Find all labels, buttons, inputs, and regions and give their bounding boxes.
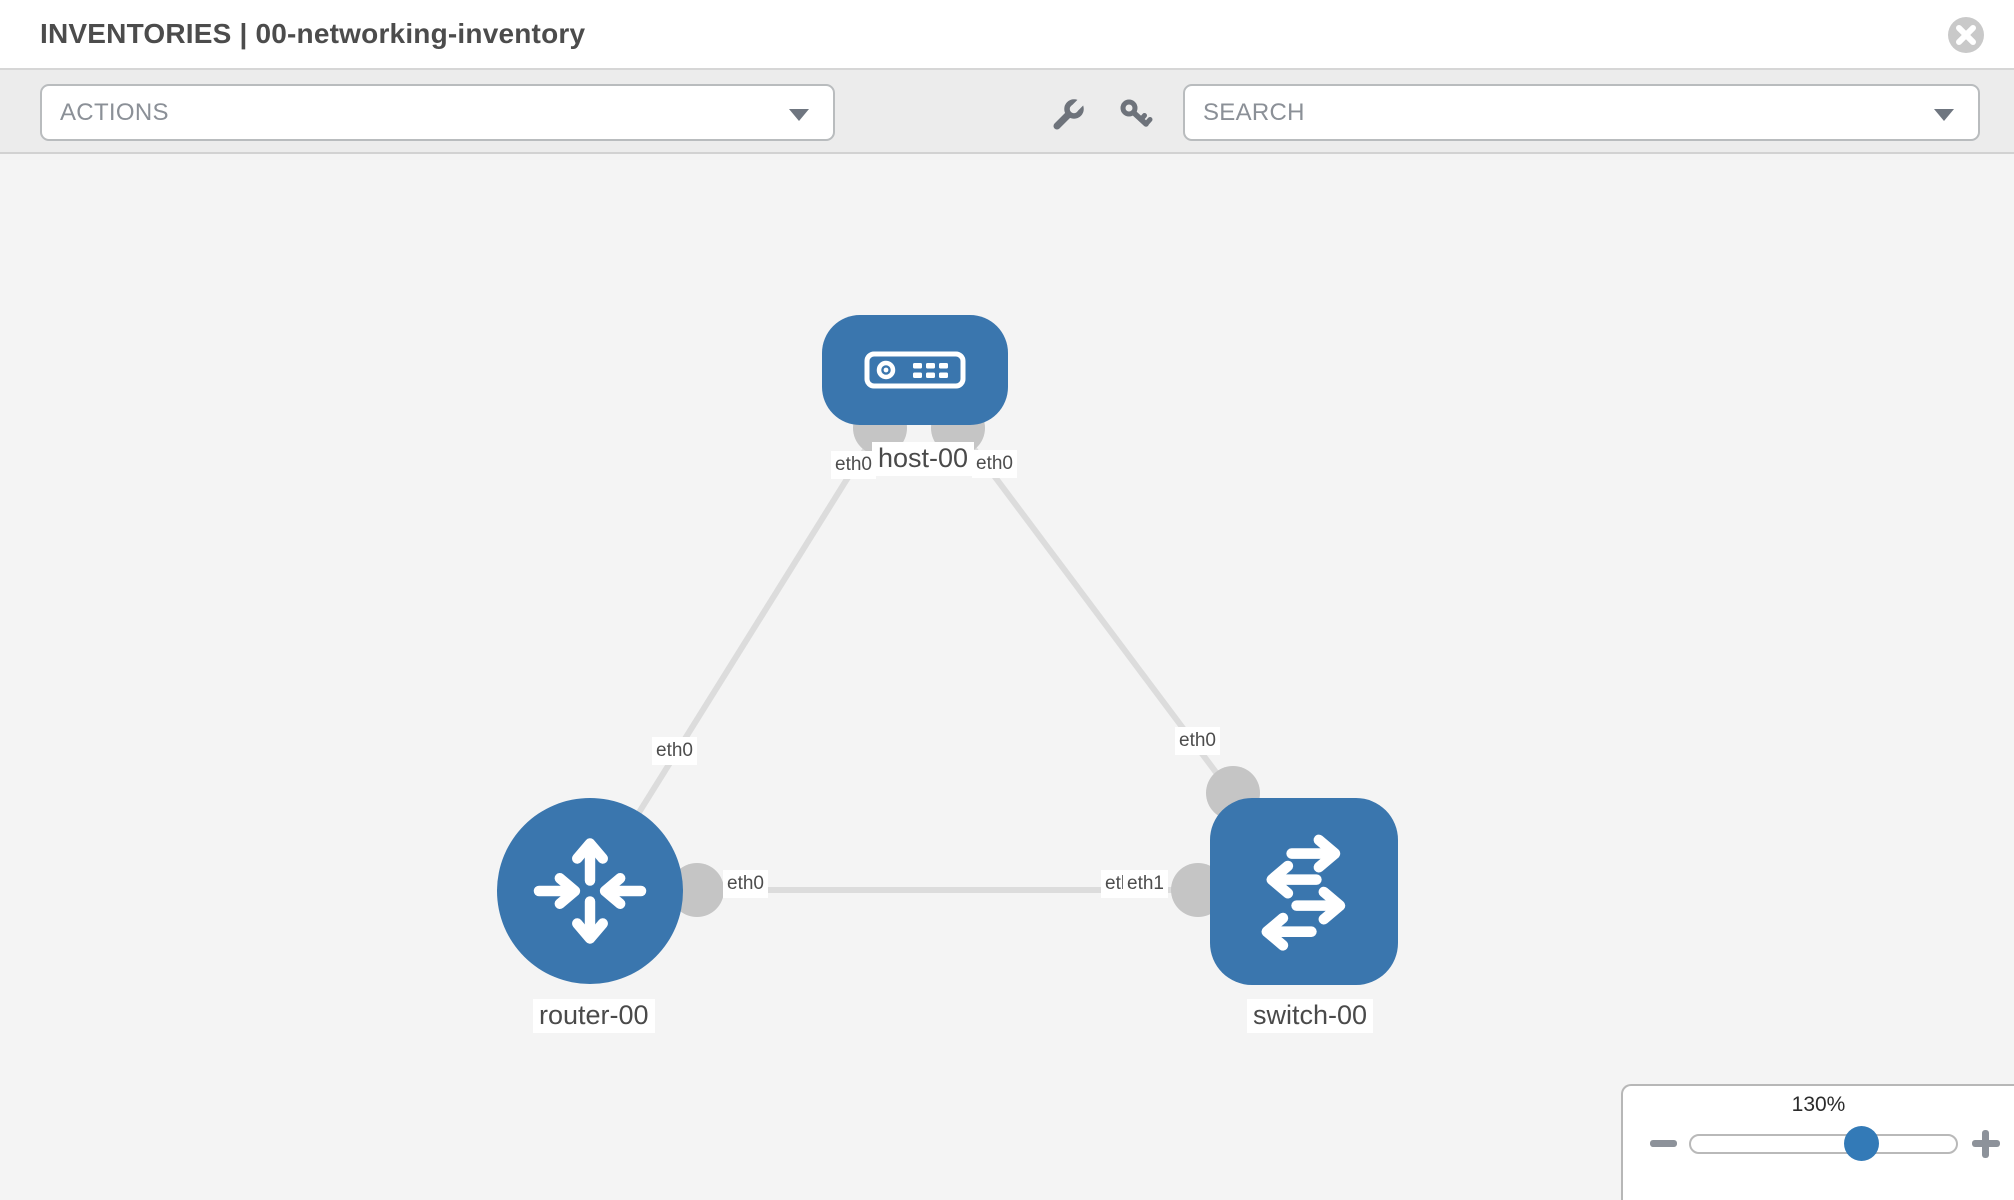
actions-dropdown-label: ACTIONS (60, 98, 169, 126)
wrench-icon (1053, 111, 1072, 130)
credentials-button[interactable] (1117, 96, 1153, 132)
iface-label: eth0 (972, 450, 1017, 478)
router-icon (533, 838, 647, 944)
port-router-to-switch (670, 863, 724, 917)
search-placeholder: SEARCH (1203, 98, 1305, 126)
iface-label: eth0 (831, 451, 876, 479)
zoom-slider-track[interactable] (1689, 1126, 1958, 1161)
page-header: INVENTORIES | 00-networking-inventory (0, 0, 2014, 70)
chevron-down-icon (1934, 109, 1954, 121)
search-input[interactable]: SEARCH (1183, 84, 1980, 141)
close-button[interactable] (1946, 15, 1986, 55)
key-icon (1120, 99, 1138, 117)
toolbar: ACTIONS SEARCH (0, 70, 2014, 154)
zoom-in-button[interactable] (1972, 1130, 2000, 1158)
iface-label: eth0 (1175, 727, 1220, 755)
node-label-host: host-00 (872, 442, 975, 476)
topology-canvas[interactable]: eth0 eth0 eth0 eth0 eth0 eth0 eth1 host-… (0, 154, 2014, 1200)
zoom-level-value: 130% (1791, 1093, 1846, 1116)
iface-label: eth0 (723, 870, 768, 898)
chevron-down-icon (789, 109, 809, 121)
node-host-00[interactable] (822, 315, 1008, 425)
zoom-slider-knob[interactable] (1844, 1126, 1879, 1161)
actions-dropdown[interactable]: ACTIONS (40, 84, 835, 141)
switch-icon (1261, 834, 1346, 951)
node-router-00[interactable] (497, 798, 683, 984)
node-label-router: router-00 (533, 999, 655, 1033)
iface-label: eth0 (652, 737, 697, 765)
topology-links-layer (587, 368, 1307, 917)
node-switch-00[interactable] (1210, 798, 1398, 985)
configure-button[interactable] (1050, 96, 1086, 132)
host-icon (864, 351, 966, 389)
zoom-control-panel: 130% (1621, 1084, 2014, 1200)
zoom-out-button[interactable] (1650, 1140, 1677, 1147)
node-label-switch: switch-00 (1247, 999, 1374, 1033)
iface-label: eth1 (1123, 870, 1168, 898)
page-title: INVENTORIES | 00-networking-inventory (40, 18, 586, 49)
